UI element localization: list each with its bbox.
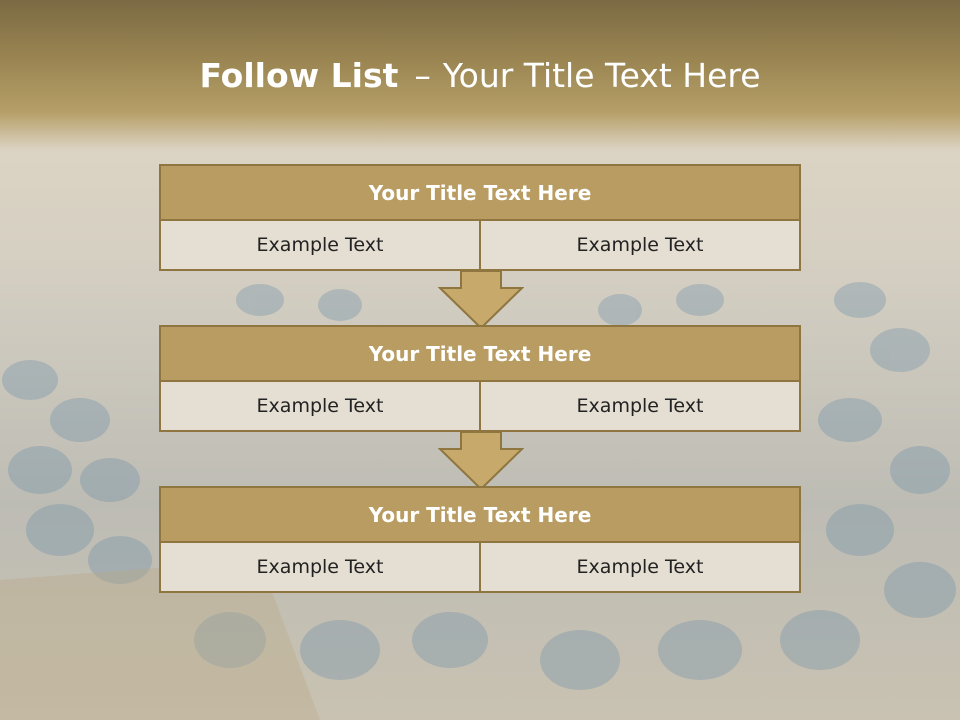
block-cell-left: Example Text (159, 382, 481, 432)
list-block-2: Your Title Text Here Example Text Exampl… (159, 325, 801, 432)
block-title: Your Title Text Here (159, 325, 801, 382)
block-cells: Example Text Example Text (159, 382, 801, 432)
slide-title-bold: Follow List (199, 56, 399, 95)
down-arrow-icon (438, 270, 524, 330)
block-cell-right: Example Text (481, 221, 801, 271)
list-block-1: Your Title Text Here Example Text Exampl… (159, 164, 801, 271)
header-band (0, 0, 960, 150)
block-cells: Example Text Example Text (159, 221, 801, 271)
block-title: Your Title Text Here (159, 486, 801, 543)
block-title: Your Title Text Here (159, 164, 801, 221)
block-cells: Example Text Example Text (159, 543, 801, 593)
slide-title: Follow List–Your Title Text Here (0, 56, 960, 96)
block-cell-right: Example Text (481, 382, 801, 432)
block-cell-left: Example Text (159, 221, 481, 271)
slide-title-separator: – (414, 56, 431, 95)
block-cell-left: Example Text (159, 543, 481, 593)
list-block-3: Your Title Text Here Example Text Exampl… (159, 486, 801, 593)
block-cell-right: Example Text (481, 543, 801, 593)
down-arrow-icon (438, 431, 524, 491)
slide-title-rest: Your Title Text Here (442, 56, 761, 95)
